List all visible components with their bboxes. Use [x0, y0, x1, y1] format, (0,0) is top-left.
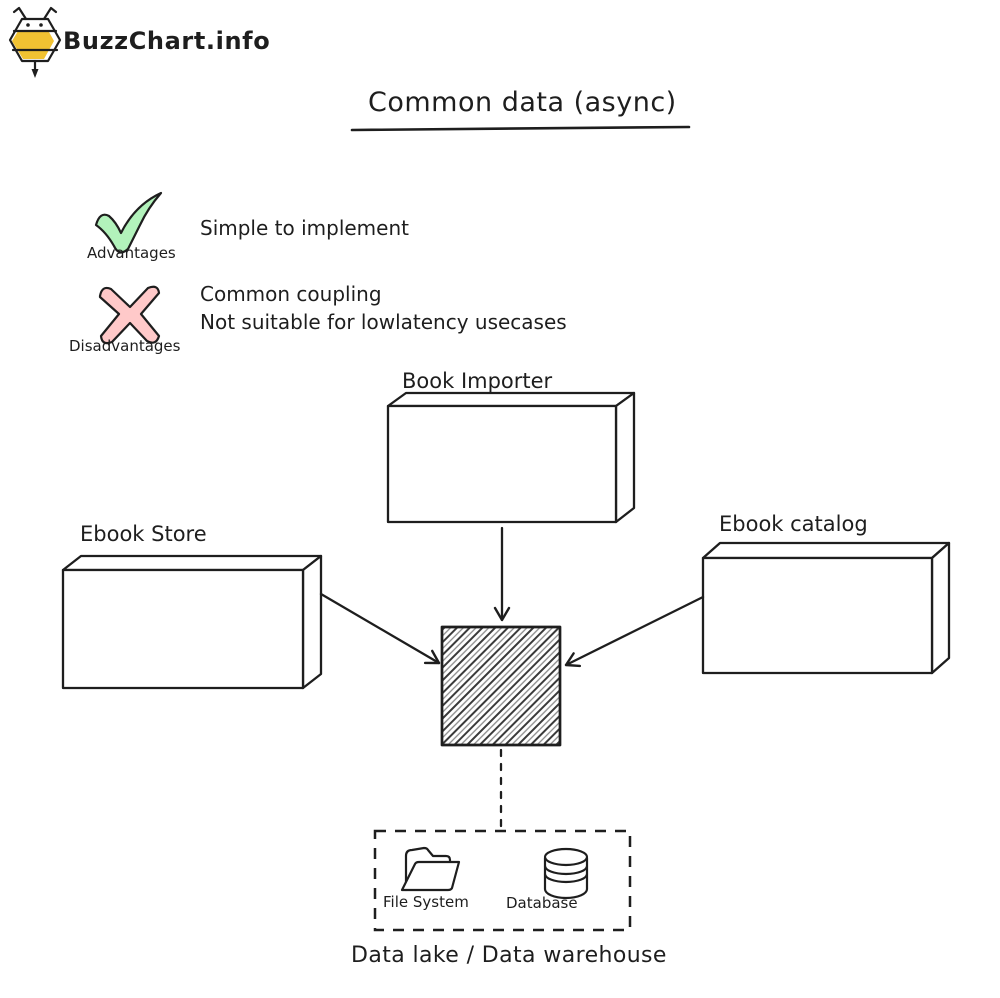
disadvantage-item: Common coupling — [200, 282, 382, 306]
bee-icon — [8, 6, 62, 78]
advantages-label: Advantages — [87, 244, 176, 262]
file-system-label: File System — [383, 893, 469, 911]
disadvantage-item: Not suitable for lowlatency usecases — [200, 310, 567, 334]
ebook-store-box — [61, 554, 323, 690]
cross-icon — [98, 285, 161, 345]
ebook-catalog-box — [701, 541, 951, 675]
book-importer-label: Book Importer — [402, 369, 553, 393]
brand-name: BuzzChart.info — [63, 27, 271, 55]
disadvantages-label: Disadvantages — [69, 337, 181, 355]
database-label: Database — [506, 894, 578, 912]
page-title: Common data (async) — [368, 87, 677, 118]
arrow-catalog-to-common — [564, 595, 705, 668]
ebook-catalog-label: Ebook catalog — [719, 512, 868, 536]
storage-caption: Data lake / Data warehouse — [351, 943, 667, 968]
advantage-item: Simple to implement — [200, 216, 409, 240]
database-icon — [543, 847, 589, 900]
checkmark-icon — [94, 191, 163, 254]
ebook-store-label: Ebook Store — [80, 522, 207, 546]
arrow-store-to-common — [319, 592, 441, 665]
book-importer-box — [386, 391, 636, 524]
folder-icon — [400, 846, 461, 892]
title-underline — [350, 125, 691, 132]
storage-group-box — [373, 829, 632, 932]
common-data-store-box — [440, 625, 562, 747]
